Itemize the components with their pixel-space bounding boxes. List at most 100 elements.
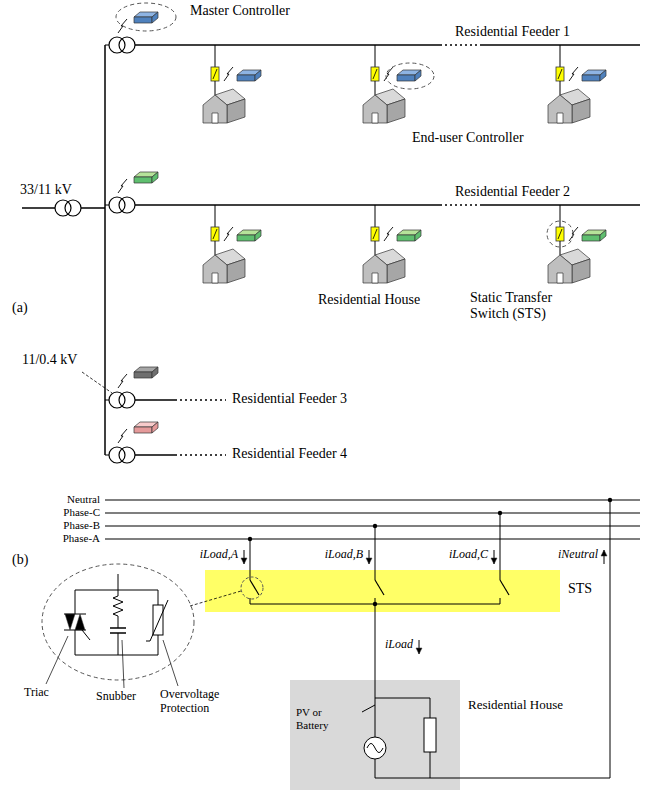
transformer-winding	[109, 392, 125, 408]
house-icon	[387, 259, 405, 283]
transformer-winding	[109, 447, 125, 463]
house-box: Residential HousePV or Battery	[290, 680, 460, 790]
connector	[375, 612, 376, 680]
triac-symbol	[75, 614, 85, 630]
zoom-ellipse	[42, 564, 194, 680]
current-label: iLoad,C	[449, 548, 488, 562]
switch-contact	[500, 598, 501, 604]
switch-blade	[500, 580, 509, 595]
transfer-switch	[371, 67, 379, 81]
label-holder: Neutral	[67, 493, 100, 506]
house-wire	[375, 698, 430, 699]
current-arrow	[601, 550, 607, 556]
phase-conductor	[105, 538, 640, 539]
current-arrow	[241, 558, 247, 564]
feeder-line	[135, 44, 440, 45]
text-holder: Residential House	[468, 698, 563, 713]
house-door	[212, 113, 218, 123]
service-drop	[560, 205, 561, 227]
transformer-winding	[109, 197, 125, 213]
switch-band: STS	[205, 570, 560, 612]
triac-symbol	[75, 630, 76, 655]
callout-ellipse	[116, 3, 176, 31]
text-label: Residential Feeder 1	[455, 24, 570, 40]
transformer-winding	[55, 200, 71, 216]
service-drop	[215, 45, 216, 67]
load-resistor	[424, 718, 436, 752]
wireless-link	[384, 227, 393, 241]
controller-icon	[600, 70, 606, 81]
junction-dot	[498, 511, 502, 515]
transformer-winding	[119, 392, 135, 408]
junction-dot	[248, 537, 252, 541]
text-holder: STS	[568, 581, 592, 597]
text-label: Phase-A	[63, 532, 100, 545]
label-holder: iLoad,A	[200, 548, 238, 562]
house-icon	[203, 95, 227, 123]
switch-blade	[558, 69, 562, 79]
source-symbol	[364, 737, 386, 759]
house-icon	[227, 99, 245, 123]
house-door	[557, 273, 563, 283]
neutral-return	[460, 778, 610, 779]
feeder-line	[175, 454, 226, 455]
house-icon	[548, 255, 572, 283]
controller-icon	[134, 177, 152, 183]
label-holder: Phase-A	[63, 532, 100, 545]
service-drop	[560, 45, 561, 67]
house-icon	[227, 259, 245, 283]
transformer-winding	[119, 447, 135, 463]
house-icon	[387, 99, 405, 123]
switch-blade	[558, 229, 562, 239]
bus-bar	[104, 45, 106, 455]
label-holder: Residential Feeder 4	[232, 446, 347, 462]
controller-icon	[600, 230, 606, 241]
phase-conductor	[105, 512, 640, 513]
text-label: Master Controller	[190, 3, 290, 19]
text-label: Residential House	[318, 292, 420, 308]
junction-dot	[608, 498, 612, 502]
detail-terminal	[118, 574, 119, 590]
controller-icon	[582, 235, 600, 241]
text-label: Overvoltage Protection	[160, 688, 240, 716]
text-label: 33/11 kV	[20, 182, 72, 198]
transformer-winding	[119, 37, 135, 53]
snubber-symbol	[118, 616, 119, 628]
callout-circle	[547, 221, 573, 247]
service-drop	[375, 81, 376, 95]
wireless-link	[224, 227, 233, 241]
current-arrow	[491, 558, 497, 564]
varistor-symbol	[146, 600, 168, 641]
text-label: (a)	[12, 300, 28, 316]
phase-tap	[375, 526, 376, 580]
leader-line	[122, 640, 124, 688]
source-symbol	[367, 744, 383, 753]
drawing	[22, 3, 640, 778]
service-drop	[560, 81, 561, 95]
house-door	[557, 113, 563, 123]
service-drop	[375, 45, 376, 67]
junction-dot	[373, 524, 377, 528]
leader-line	[163, 640, 178, 686]
switch-blade	[213, 69, 217, 79]
transfer-switch	[556, 227, 564, 241]
label-holder: 11/0.4 kV	[22, 352, 77, 368]
current-label: iLoad,A	[200, 548, 238, 562]
controller-icon	[152, 172, 158, 183]
house-icon	[572, 99, 590, 123]
house-door	[372, 273, 378, 283]
node-text: STS	[568, 581, 592, 597]
controller-icon	[397, 75, 415, 81]
controller-icon	[134, 372, 152, 378]
switch-band-fill	[205, 570, 560, 612]
house-icon	[363, 255, 387, 283]
phase-tap	[250, 539, 251, 580]
callout-ellipse	[386, 63, 434, 89]
feeder-line	[135, 204, 440, 205]
incoming-line	[22, 207, 55, 209]
label-holder: Phase-C	[63, 506, 100, 519]
controller-icon	[397, 235, 415, 241]
transfer-switch	[211, 227, 219, 241]
callout-circle	[241, 577, 263, 599]
switch-blade	[373, 69, 377, 79]
